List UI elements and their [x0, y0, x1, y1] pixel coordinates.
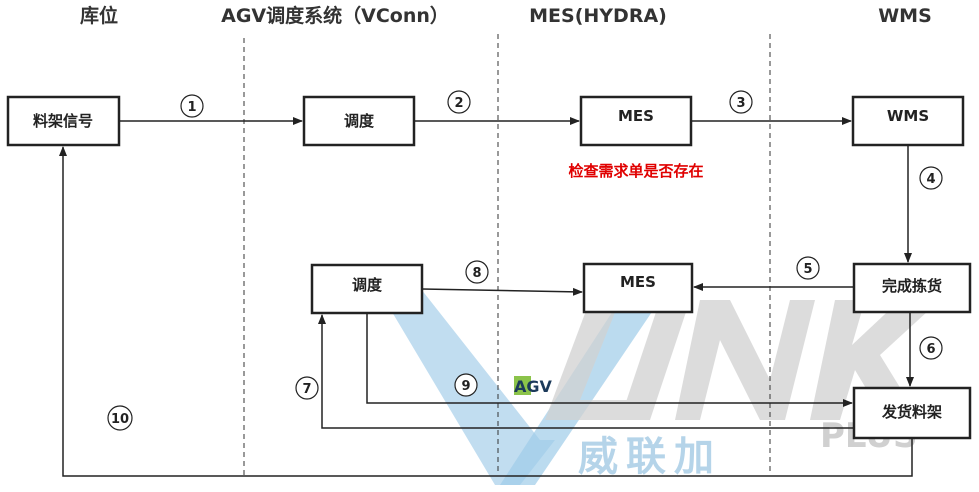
step-number-10: 10 — [111, 412, 129, 427]
step-number-7: 7 — [302, 382, 311, 397]
step-marker-8: 8 — [465, 260, 489, 284]
step-number-4: 4 — [926, 172, 935, 187]
step-marker-2: 2 — [447, 90, 471, 114]
arrow-step-7 — [318, 314, 854, 429]
arrow-step-10 — [59, 146, 913, 477]
step-marker-7: 7 — [295, 376, 319, 400]
step-number-8: 8 — [472, 266, 481, 281]
step-marker-9: 9 — [454, 373, 478, 397]
step-marker-1: 1 — [180, 94, 204, 118]
agv-label: AGV — [514, 377, 553, 396]
step-number-6: 6 — [926, 342, 935, 357]
step-marker-6: 6 — [919, 336, 943, 360]
step-number-1: 1 — [187, 100, 196, 115]
box-picking-done: 完成拣货 — [852, 262, 972, 314]
step-marker-4: 4 — [919, 166, 943, 190]
arrow-step-8 — [421, 287, 583, 296]
box-mes-1: MES — [579, 95, 693, 147]
lane-title-wms: WMS — [878, 5, 932, 27]
step-marker-5: 5 — [796, 256, 820, 280]
watermark-chinese-text: 威联加 — [578, 434, 722, 480]
agv-label-highlight — [514, 376, 531, 395]
box-ship-rack-label: 发货料架 — [881, 403, 942, 421]
step-marker-3: 3 — [729, 90, 753, 114]
box-mes-1-label: MES — [618, 107, 654, 125]
box-dispatch-2: 调度 — [310, 263, 424, 315]
step-number-2: 2 — [454, 96, 463, 111]
box-rack-signal-label: 料架信号 — [33, 112, 93, 130]
box-mes-2: MES — [582, 262, 694, 314]
lane-title-kuwei: 库位 — [80, 4, 118, 27]
box-mes-2-label: MES — [620, 273, 656, 291]
box-dispatch-2-label: 调度 — [352, 276, 383, 294]
lane-title-agv: AGV调度系统（VConn） — [221, 4, 449, 27]
step-number-5: 5 — [803, 262, 812, 277]
box-dispatch-1-label: 调度 — [344, 112, 375, 130]
lane-title-mes: MES(HYDRA) — [529, 5, 667, 27]
note-check-requirement: 检查需求单是否存在 — [568, 162, 703, 180]
box-rack-signal: 料架信号 — [6, 95, 121, 147]
box-wms-label: WMS — [887, 107, 929, 125]
step-number-9: 9 — [461, 379, 470, 394]
box-dispatch-1: 调度 — [302, 95, 416, 147]
step-marker-10: 10 — [107, 405, 133, 431]
step-number-3: 3 — [736, 96, 745, 111]
box-ship-rack: 发货料架 — [852, 386, 972, 440]
arrow-step-9 — [366, 313, 853, 407]
box-wms: WMS — [851, 95, 965, 147]
watermark-link-letters — [545, 300, 940, 420]
box-picking-done-label: 完成拣货 — [882, 277, 942, 295]
